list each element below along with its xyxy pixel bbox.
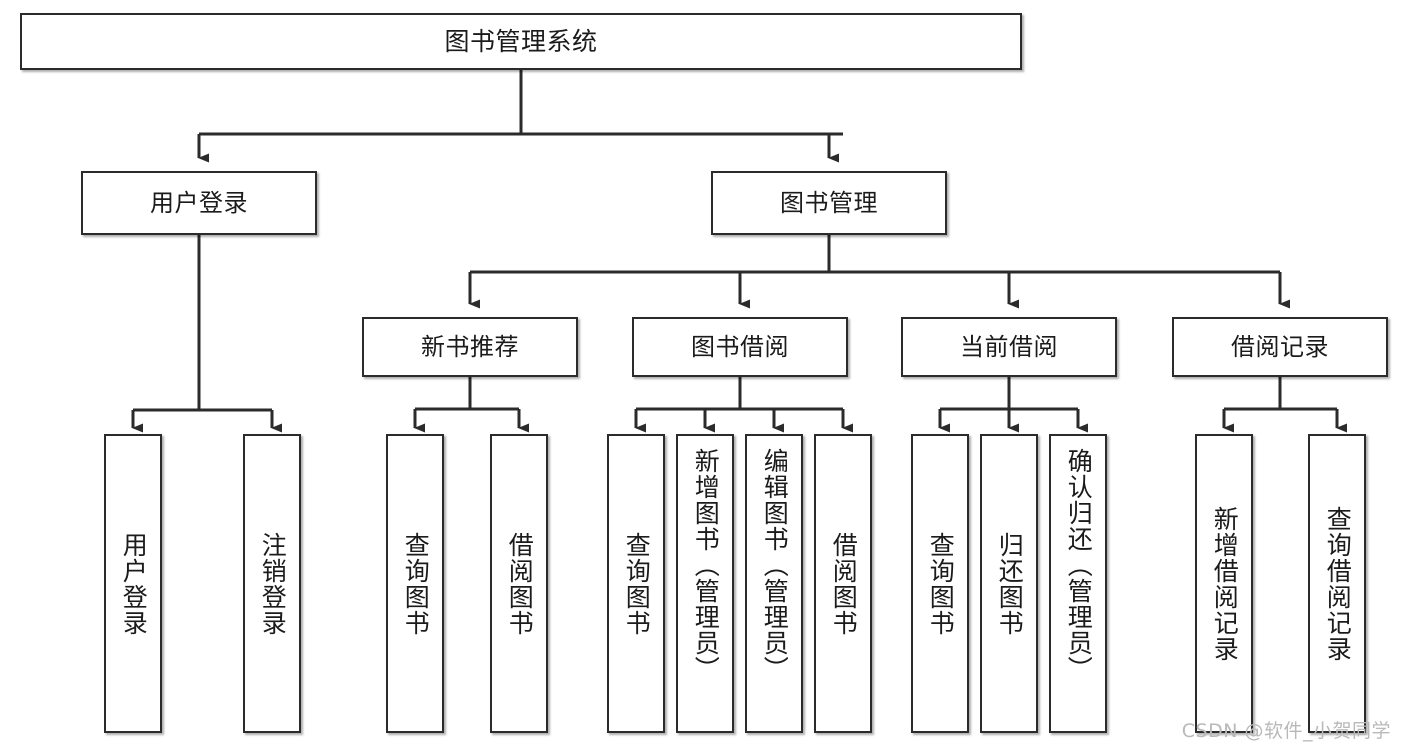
node-label: 编辑图书（管理员） xyxy=(760,448,790,682)
node-label: 新增借阅记录 xyxy=(1210,505,1240,662)
node-label: 新增图书（管理员） xyxy=(691,448,721,682)
node-leaf-edit-book-admin[interactable]: 编辑图书（管理员） xyxy=(745,434,803,733)
node-leaf-return-book[interactable]: 归还图书 xyxy=(980,434,1038,733)
node-label: 查询图书 xyxy=(401,531,431,636)
node-label: 图书管理 xyxy=(780,188,878,217)
node-leaf-query-borrow-record[interactable]: 查询借阅记录 xyxy=(1308,434,1366,733)
node-label: 借阅图书 xyxy=(829,531,859,636)
node-book-manage[interactable]: 图书管理 xyxy=(711,171,947,235)
node-label: 查询图书 xyxy=(926,531,956,636)
node-label: 注销登录 xyxy=(258,531,288,636)
node-label: 借阅图书 xyxy=(505,531,535,636)
node-borrow-record[interactable]: 借阅记录 xyxy=(1172,317,1388,377)
node-new-book-recommend[interactable]: 新书推荐 xyxy=(362,317,578,377)
node-leaf-query-book-current[interactable]: 查询图书 xyxy=(911,434,969,733)
node-label: 确认归还（管理员） xyxy=(1064,448,1094,682)
node-label: 图书借阅 xyxy=(691,332,789,361)
node-current-borrow[interactable]: 当前借阅 xyxy=(901,317,1117,377)
node-label: 当前借阅 xyxy=(960,332,1058,361)
node-leaf-query-book-borrow[interactable]: 查询图书 xyxy=(607,434,665,733)
node-leaf-confirm-return-admin[interactable]: 确认归还（管理员） xyxy=(1049,434,1107,733)
node-leaf-borrow-book[interactable]: 借阅图书 xyxy=(814,434,872,733)
node-label: 借阅记录 xyxy=(1231,332,1329,361)
node-user-login[interactable]: 用户登录 xyxy=(81,171,317,235)
node-label: 归还图书 xyxy=(995,531,1025,636)
node-leaf-user-login[interactable]: 用户登录 xyxy=(104,434,162,733)
node-leaf-add-book-admin[interactable]: 新增图书（管理员） xyxy=(676,434,734,733)
node-label: 查询借阅记录 xyxy=(1323,505,1353,662)
node-label: 用户登录 xyxy=(119,531,149,636)
watermark-text: CSDN @软件_小贺同学 xyxy=(1181,720,1391,742)
node-book-borrow[interactable]: 图书借阅 xyxy=(632,317,848,377)
node-leaf-borrow-book-recommend[interactable]: 借阅图书 xyxy=(490,434,548,733)
node-label: 图书管理系统 xyxy=(444,26,598,56)
node-label: 查询图书 xyxy=(622,531,652,636)
node-leaf-query-book-recommend[interactable]: 查询图书 xyxy=(386,434,444,733)
node-leaf-add-borrow-record[interactable]: 新增借阅记录 xyxy=(1195,434,1253,733)
node-leaf-user-logout[interactable]: 注销登录 xyxy=(243,434,301,733)
node-label: 用户登录 xyxy=(150,188,248,217)
node-root-book-management-system[interactable]: 图书管理系统 xyxy=(20,13,1022,70)
node-label: 新书推荐 xyxy=(421,332,519,361)
